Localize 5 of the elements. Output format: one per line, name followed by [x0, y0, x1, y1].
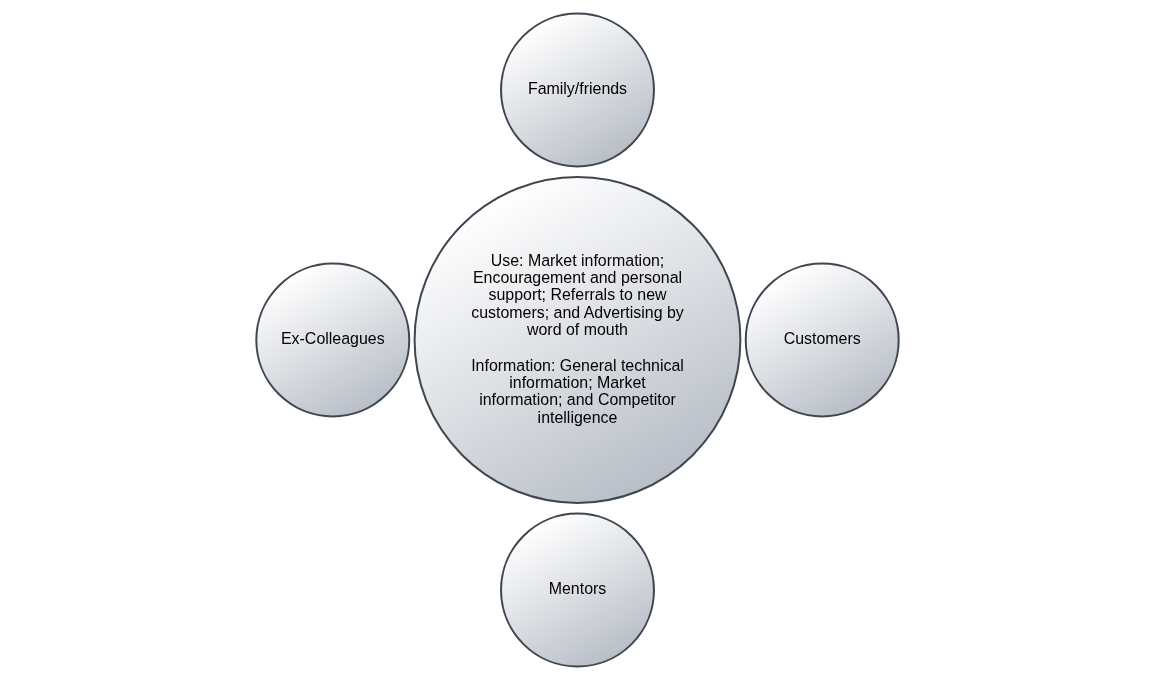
node-circle: Use: Market information; Encouragement and personal support; Referrals to new customers; and Advertising by word of mouth Information: General technical information; Market information; and Competitor intelligence [413, 176, 742, 504]
node-circle: Mentors [500, 512, 655, 668]
node-circle: Family/friends [500, 12, 655, 168]
node-circle: Customers [744, 262, 900, 418]
node-circle: Ex-Colleagues [255, 262, 411, 418]
